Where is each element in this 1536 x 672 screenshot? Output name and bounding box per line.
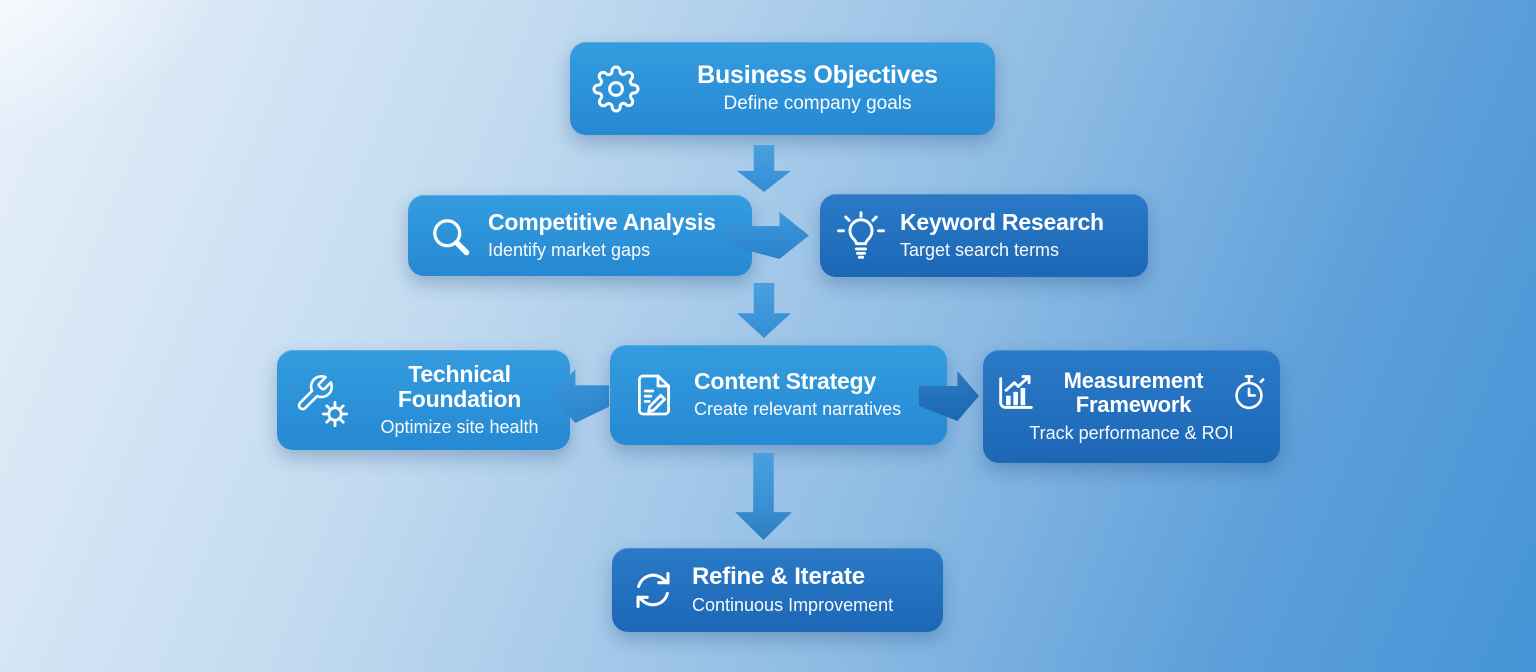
node-title: Technical Foundation [397, 360, 522, 413]
wrench-gear-icon [293, 372, 349, 428]
node-title: Measurement Framework [1063, 367, 1204, 418]
node-measurement-framework: Measurement Framework Track performance … [983, 350, 1280, 463]
node-subtitle: Continuous Improvement [692, 594, 894, 615]
node-subtitle: Track performance & ROI [1029, 422, 1234, 443]
node-title: Business Objectives [697, 61, 938, 90]
arrow-down-business-objectives [737, 145, 791, 192]
node-technical-foundation: Technical Foundation Optimize site healt… [277, 350, 570, 450]
node-subtitle: Identify market gaps [488, 239, 651, 260]
node-keyword-research: Keyword Research Target search terms [820, 194, 1148, 277]
node-subtitle: Create relevant narratives [694, 399, 902, 420]
gear-icon [592, 65, 640, 113]
arrow-down-to-refine-iterate [735, 453, 792, 540]
node-competitive-analysis: Competitive Analysis Identify market gap… [408, 195, 752, 276]
node-refine-iterate: Refine & Iterate Continuous Improvement [612, 548, 943, 632]
node-content-strategy: Content Strategy Create relevant narrati… [610, 345, 947, 445]
node-subtitle: Target search terms [900, 239, 1060, 260]
refresh-icon [630, 567, 676, 613]
search-icon [428, 214, 472, 258]
node-business-objectives: Business Objectives Define company goals [570, 42, 995, 135]
node-subtitle: Define company goals [723, 93, 912, 115]
stopwatch-icon [1228, 372, 1270, 414]
bar-chart-icon [993, 370, 1039, 416]
node-title: Keyword Research [900, 208, 1104, 235]
arrow-down-to-content-strategy [737, 283, 791, 338]
node-title: Content Strategy [694, 368, 877, 395]
node-subtitle: Optimize site health [380, 417, 539, 437]
node-title: Refine & Iterate [692, 562, 865, 590]
lightbulb-icon [836, 210, 886, 261]
document-pencil-icon [630, 371, 678, 419]
node-title: Competitive Analysis [488, 208, 716, 235]
